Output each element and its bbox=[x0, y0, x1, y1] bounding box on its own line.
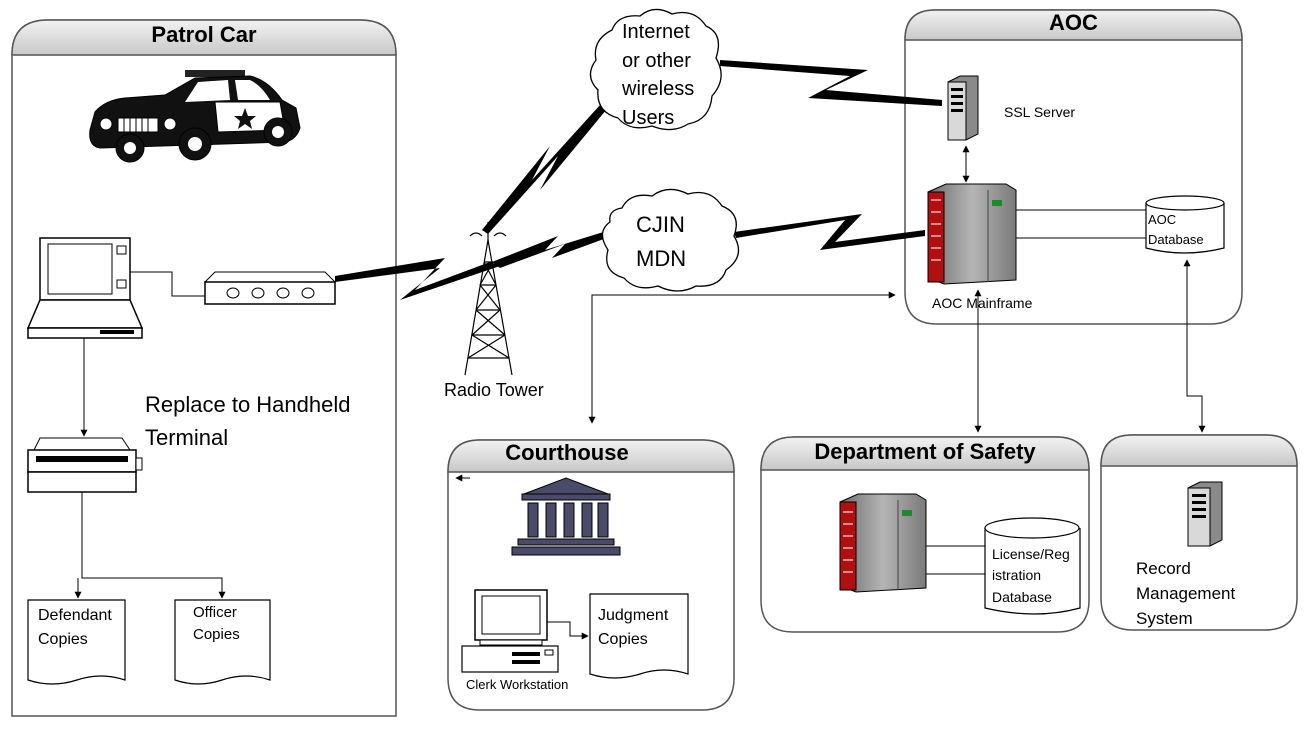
internet-cloud-label-2: or other bbox=[622, 50, 691, 72]
record-management-label-3: System bbox=[1136, 609, 1193, 628]
judgment-copies-label-2: Copies bbox=[598, 631, 648, 648]
desktop-computer-icon bbox=[461, 589, 559, 673]
replace-note-1: Replace to Handheld bbox=[145, 392, 351, 417]
courthouse-title: Courthouse bbox=[505, 440, 629, 465]
license-database-label-3: Database bbox=[992, 589, 1052, 605]
record-management-label-1: Record bbox=[1136, 559, 1191, 578]
lightning-link-icon bbox=[335, 258, 500, 300]
judgment-copies-document bbox=[589, 593, 689, 679]
aoc-title: AOC bbox=[1049, 10, 1098, 35]
panel-patrol-car bbox=[11, 19, 397, 717]
patrol-car-title: Patrol Car bbox=[151, 22, 257, 47]
database-icon bbox=[1145, 195, 1225, 254]
radio-tower-label: Radio Tower bbox=[444, 380, 544, 400]
cjin-cloud-icon bbox=[601, 188, 740, 292]
mainframe-icon bbox=[839, 493, 927, 593]
server-icon bbox=[1187, 481, 1223, 547]
cjin-cloud-label-2: MDN bbox=[636, 246, 687, 271]
defendant-copies-label-2: Copies bbox=[38, 631, 88, 648]
internet-cloud-label-4: Users bbox=[622, 107, 675, 129]
license-database-label-2: istration bbox=[992, 567, 1042, 583]
officer-copies-label-1: Officer bbox=[193, 604, 237, 621]
record-management-label-2: Management bbox=[1136, 584, 1236, 603]
lightning-link-icon bbox=[492, 230, 612, 268]
cjin-cloud-label-1: CJIN bbox=[636, 212, 685, 237]
modem-icon bbox=[203, 271, 337, 305]
judgment-copies-label-1: Judgment bbox=[598, 607, 669, 624]
mainframe-icon bbox=[927, 183, 1017, 285]
clerk-workstation-label: Clerk Workstation bbox=[466, 677, 569, 692]
officer-copies-document bbox=[174, 599, 271, 685]
internet-cloud-icon bbox=[589, 8, 722, 131]
server-icon bbox=[947, 75, 979, 141]
defendant-copies-document bbox=[27, 599, 126, 685]
lightning-link-icon bbox=[482, 94, 616, 234]
department-of-safety-title: Department of Safety bbox=[814, 439, 1036, 464]
aoc-database-label-2: Database bbox=[1148, 232, 1204, 247]
ssl-server-label: SSL Server bbox=[1004, 104, 1076, 120]
aoc-mainframe-label: AOC Mainframe bbox=[932, 295, 1033, 311]
laptop-icon bbox=[26, 237, 144, 339]
courthouse-icon bbox=[511, 477, 621, 556]
internet-cloud-label-3: wireless bbox=[622, 78, 695, 100]
lightning-link-icon bbox=[720, 60, 942, 106]
lightning-link-icon bbox=[734, 214, 925, 250]
license-database-label-1: License/Reg bbox=[992, 546, 1070, 562]
replace-note-2: Terminal bbox=[145, 425, 229, 450]
aoc-database-label-1: AOC bbox=[1148, 212, 1177, 227]
printer-icon bbox=[27, 437, 143, 493]
database-icon bbox=[984, 517, 1081, 615]
officer-copies-label-2: Copies bbox=[193, 626, 240, 643]
radio-tower-icon bbox=[464, 222, 513, 376]
police-car-icon bbox=[89, 70, 301, 163]
defendant-copies-label-1: Defendant bbox=[38, 607, 112, 624]
internet-cloud-label-1: Internet bbox=[622, 21, 690, 43]
